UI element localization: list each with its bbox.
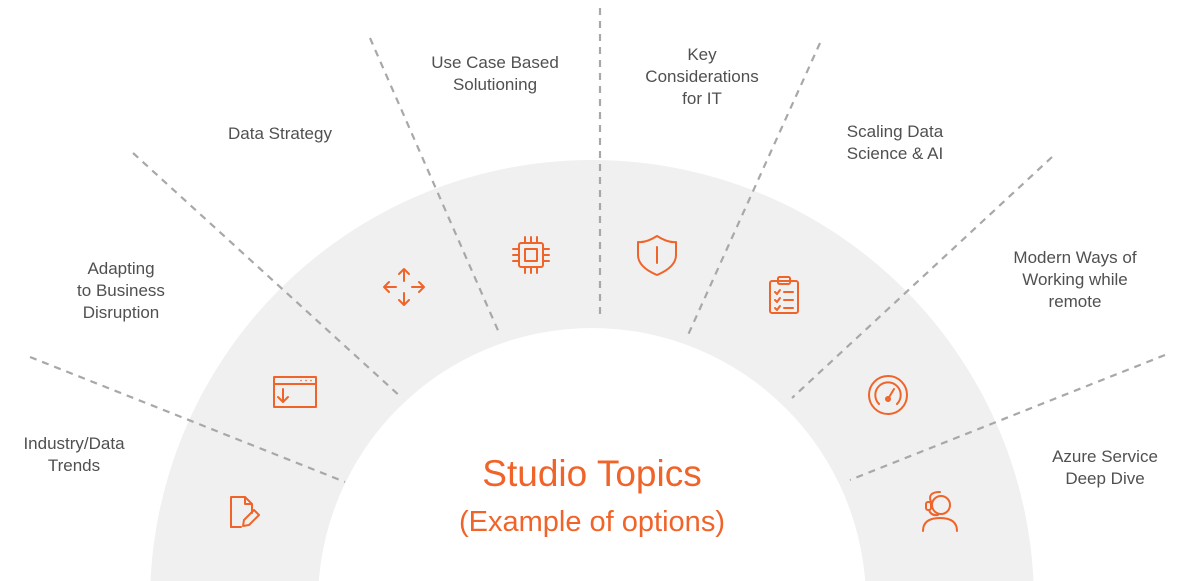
topic-icons: [230, 235, 958, 532]
topic-label-line: Adapting: [87, 259, 155, 278]
clipboard-checklist-icon: [769, 276, 799, 314]
topic-label-line: Azure Service: [1052, 447, 1158, 466]
topic-label-line: Science & AI: [846, 144, 944, 163]
topic-label-line: Industry/Data: [23, 434, 125, 453]
topic-label-line: Key: [687, 45, 717, 64]
divider-line-3: [368, 37, 502, 336]
browser-download-icon: [273, 376, 317, 408]
divider-lines: [29, 8, 1166, 484]
topic-label-line: Modern Ways of: [1013, 248, 1137, 267]
topic-label-line: for IT: [682, 89, 722, 108]
arc-band: [150, 160, 1034, 581]
topic-label-line: Data Strategy: [228, 124, 332, 143]
topic-label-line: Use Case Based: [431, 53, 559, 72]
topic-label-line: Solutioning: [452, 75, 538, 94]
topic-label-line: Deep Dive: [1065, 469, 1145, 488]
topic-label-line: Trends: [47, 456, 101, 475]
shield-icon: [637, 235, 677, 276]
divider-line-7: [849, 353, 1166, 482]
processor-chip-icon: [512, 236, 550, 274]
diagram-title: Studio Topics: [482, 453, 702, 494]
topic-label-line: to Business: [77, 281, 165, 300]
speedometer-icon: [868, 375, 908, 415]
document-edit-icon: [230, 496, 260, 528]
topic-label-line: remote: [1048, 292, 1102, 311]
divider-line-1: [29, 355, 346, 484]
diagram-subtitle: (Example of options): [459, 506, 725, 538]
topic-label-line: Working while: [1022, 270, 1128, 289]
topic-label-line: Scaling Data: [846, 122, 944, 141]
arrows-expand-icon: [383, 268, 425, 306]
divider-line-2: [132, 152, 403, 399]
headset-person-icon: [922, 491, 958, 532]
divider-line-5: [686, 42, 822, 336]
topic-label-modern-ways-of-working: Modern Ways of Working while remote: [990, 247, 1160, 313]
topic-label-line: Disruption: [82, 303, 160, 322]
topic-label-data-strategy: Data Strategy: [205, 123, 355, 145]
topic-label-line: Considerations: [645, 67, 759, 86]
